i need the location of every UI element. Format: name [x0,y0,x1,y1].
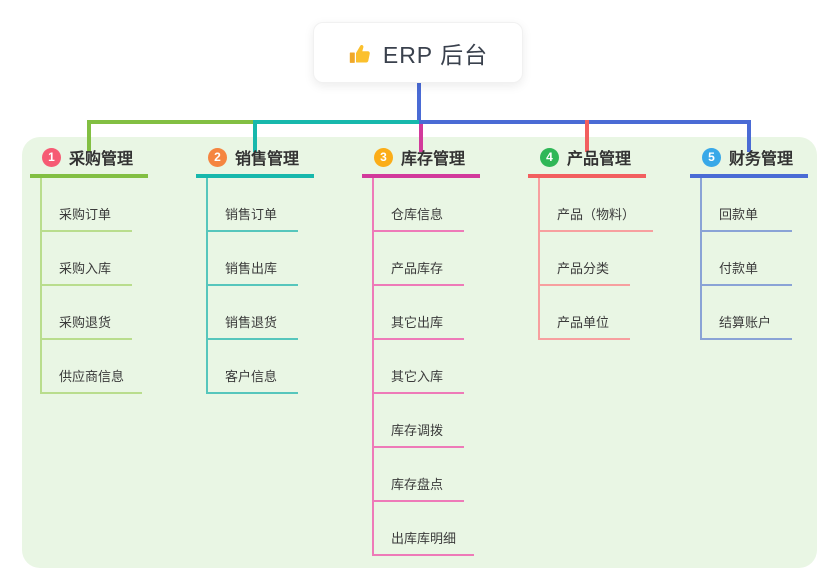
branch-3-children: 仓库信息产品库存其它出库其它入库库存调拨库存盘点出库库明细 [372,178,522,556]
branch-1-number-badge: 1 [42,147,61,167]
branch-1-child-2[interactable]: 采购入库 [42,232,132,286]
branch-4-label: 产品管理 [567,151,632,168]
branch-1: 1 采购管理采购订单采购入库采购退货供应商信息 [30,145,190,394]
branch-2-child-3[interactable]: 销售退货 [208,286,298,340]
branch-2-label: 销售管理 [235,151,300,168]
connector-riser-branch-5 [747,120,751,152]
branch-2: 2 销售管理销售订单销售出库销售退货客户信息 [196,145,356,394]
branch-3-label: 库存管理 [401,151,466,168]
branch-5-children: 回款单付款单结算账户 [700,178,839,340]
branch-5-child-2[interactable]: 付款单 [702,232,792,286]
branch-2-header[interactable]: 2 销售管理 [196,145,314,178]
thumbs-up-icon [348,42,372,66]
root-title: ERP 后台 [382,41,489,68]
branch-5-child-1[interactable]: 回款单 [702,178,792,232]
branch-3-child-5[interactable]: 库存调拨 [374,394,464,448]
branch-1-child-1[interactable]: 采购订单 [42,178,132,232]
branch-4-child-3[interactable]: 产品单位 [540,286,630,340]
branch-5-number-badge: 5 [702,147,721,167]
mindmap-panel [22,137,817,568]
branch-5-label: 财务管理 [729,151,794,168]
branch-4-children: 产品（物料）产品分类产品单位 [538,178,688,340]
branch-3-child-4[interactable]: 其它入库 [374,340,464,394]
branch-2-children: 销售订单销售出库销售退货客户信息 [206,178,356,394]
branch-1-children: 采购订单采购入库采购退货供应商信息 [40,178,190,394]
branch-5-child-3[interactable]: 结算账户 [702,286,792,340]
branch-3: 3 库存管理仓库信息产品库存其它出库其它入库库存调拨库存盘点出库库明细 [362,145,522,556]
branch-1-header[interactable]: 1 采购管理 [30,145,148,178]
branch-3-child-6[interactable]: 库存盘点 [374,448,464,502]
branch-3-header[interactable]: 3 库存管理 [362,145,480,178]
connector-horizontal-branch-2 [253,120,423,124]
connector-riser-branch-1 [87,120,91,152]
branch-1-child-3[interactable]: 采购退货 [42,286,132,340]
branch-1-label: 采购管理 [69,151,134,168]
branch-3-child-7[interactable]: 出库库明细 [374,502,475,556]
branch-4-child-1[interactable]: 产品（物料） [540,178,654,232]
branch-4-number-badge: 4 [540,147,559,167]
branch-2-child-4[interactable]: 客户信息 [208,340,298,394]
branch-5-header[interactable]: 5 财务管理 [690,145,808,178]
branch-3-child-1[interactable]: 仓库信息 [374,178,464,232]
branch-2-number-badge: 2 [208,147,227,167]
connector-riser-branch-2 [253,120,257,152]
branch-5: 5 财务管理回款单付款单结算账户 [690,145,839,340]
branch-3-number-badge: 3 [374,147,393,167]
branch-4: 4 产品管理产品（物料）产品分类产品单位 [528,145,688,340]
branch-3-child-2[interactable]: 产品库存 [374,232,464,286]
root-node-erp[interactable]: ERP 后台 [313,22,523,83]
connector-riser-branch-3 [419,124,423,152]
branch-4-child-2[interactable]: 产品分类 [540,232,630,286]
branch-2-child-1[interactable]: 销售订单 [208,178,298,232]
connector-riser-branch-4 [585,120,589,152]
connector-root-stem [417,83,421,122]
branch-4-header[interactable]: 4 产品管理 [528,145,646,178]
branch-1-child-4[interactable]: 供应商信息 [42,340,143,394]
branch-2-child-2[interactable]: 销售出库 [208,232,298,286]
branch-3-child-3[interactable]: 其它出库 [374,286,464,340]
